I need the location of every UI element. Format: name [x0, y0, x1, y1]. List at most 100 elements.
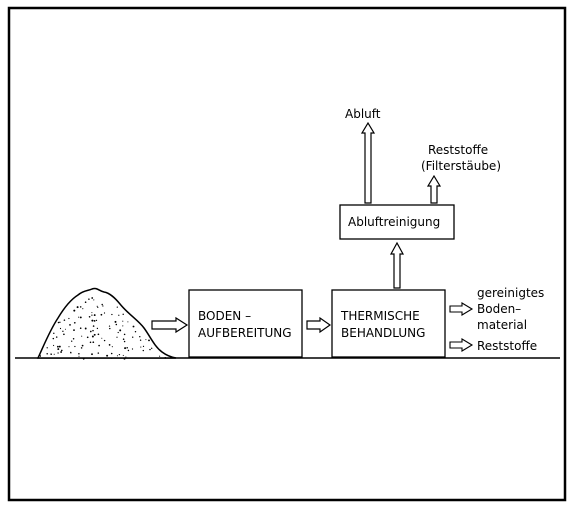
soil-texture-dot: [68, 346, 69, 347]
soil-texture-dot: [97, 328, 98, 329]
soil-texture-dot: [89, 316, 91, 318]
soil-texture-dot: [122, 314, 123, 315]
soil-texture-dot: [124, 347, 126, 349]
soil-texture-dot: [87, 336, 89, 338]
soil-texture-dot: [58, 322, 60, 324]
soil-texture-dot: [81, 347, 83, 349]
soil-texture-dot: [124, 334, 126, 336]
outer-frame: [9, 8, 565, 500]
soil-texture-dot: [104, 312, 105, 313]
soil-texture-dot: [118, 332, 119, 333]
soil-texture-dot: [57, 346, 59, 348]
soil-texture-dot: [91, 297, 93, 299]
soil-texture-dot: [101, 338, 102, 339]
soil-texture-dot: [90, 331, 92, 333]
arrow-boden-to-thermisch: [307, 318, 330, 332]
soil-texture-dot: [53, 333, 54, 334]
soil-texture-dot: [82, 345, 84, 347]
reststoffe-bottom-label: Reststoffe: [477, 339, 537, 353]
arrow-to-gereinigtes-bodenmaterial: [450, 303, 472, 315]
soil-texture-dot: [148, 340, 149, 341]
soil-texture-dot: [132, 337, 133, 338]
soil-texture-dot: [101, 314, 103, 316]
gereinigt-label-1: gereinigtes: [477, 286, 544, 300]
soil-texture-dot: [97, 306, 98, 307]
soil-texture-dot: [81, 336, 82, 337]
boden-box-label-1: BODEN –: [198, 309, 251, 323]
soil-texture-dot: [40, 356, 41, 357]
soil-texture-dot: [98, 333, 100, 335]
soil-texture-dot: [116, 337, 117, 338]
soil-texture-dot: [132, 348, 133, 349]
soil-texture-dot: [62, 331, 63, 332]
thermisch-box-label-2: BEHANDLUNG: [341, 326, 425, 340]
soil-texture-dot: [106, 355, 108, 357]
boden-box-label-2: AUFBEREITUNG: [198, 326, 292, 340]
soil-texture-dot: [92, 330, 94, 332]
soil-texture-dot: [94, 320, 96, 322]
soil-texture-dot: [90, 342, 92, 344]
soil-texture-dot: [53, 345, 54, 346]
soil-texture-dot: [57, 352, 58, 353]
soil-texture-dot: [101, 304, 103, 306]
soil-texture-dot: [74, 346, 75, 347]
soil-texture-dot: [63, 333, 65, 335]
soil-texture-dot: [91, 312, 92, 313]
soil-texture-dot: [56, 336, 57, 337]
soil-texture-dot: [122, 325, 123, 326]
soil-texture-dot: [83, 358, 85, 360]
soil-texture-dot: [73, 310, 75, 312]
soil-texture-dot: [68, 318, 69, 319]
soil-texture-dot: [116, 324, 118, 326]
soil-texture-dot: [143, 350, 144, 351]
soil-texture-dot: [73, 329, 75, 331]
arrow-to-abluft: [362, 123, 374, 203]
soil-texture-dot: [74, 322, 76, 324]
soil-texture-dot: [102, 305, 103, 306]
soil-texture-dot: [164, 357, 166, 359]
soil-texture-dot: [71, 341, 72, 342]
soil-texture-dot: [85, 301, 87, 303]
arrow-to-reststoffe-top: [428, 176, 440, 203]
soil-texture-dot: [145, 339, 146, 340]
reststoffe-top-label-1: Reststoffe: [428, 143, 488, 157]
soil-texture-dot: [151, 348, 152, 349]
soil-texture-dot: [60, 351, 62, 353]
soil-texture-dot: [124, 358, 126, 360]
soil-texture-dot: [126, 347, 128, 349]
soil-texture-dot: [125, 356, 126, 357]
soil-texture-dot: [140, 347, 141, 348]
soil-texture-dot: [85, 328, 87, 330]
soil-texture-dot: [54, 354, 55, 355]
soil-texture-dot: [133, 326, 135, 328]
soil-texture-dot: [119, 354, 120, 355]
soil-texture-dot: [59, 322, 60, 323]
soil-texture-dot: [91, 353, 93, 355]
soil-texture-dot: [123, 355, 124, 356]
soil-texture-dot: [91, 320, 93, 322]
reststoffe-top-label-2: (Filterstäube): [421, 159, 501, 173]
soil-texture-dot: [97, 307, 98, 308]
soil-texture-dot: [80, 327, 82, 329]
soil-texture-dot: [93, 325, 95, 327]
thermisch-box-frame: [332, 290, 445, 357]
boden-aufbereitung-box: BODEN – AUFBEREITUNG: [189, 290, 302, 357]
soil-texture-dot: [135, 331, 136, 332]
abluft-label: Abluft: [345, 107, 381, 121]
soil-texture-dot: [91, 314, 92, 315]
soil-texture-dot: [65, 329, 66, 330]
arrow-to-reststoffe-bottom: [450, 339, 472, 351]
soil-texture-dot: [60, 328, 61, 329]
soil-texture-dot: [57, 348, 59, 350]
soil-texture-dot: [117, 355, 118, 356]
soil-texture-dot: [46, 353, 48, 355]
soil-texture-dot: [61, 350, 63, 352]
soil-texture-dot: [140, 340, 141, 341]
soil-texture-dot: [78, 353, 80, 355]
soil-texture-dot: [73, 338, 75, 340]
soil-texture-dot: [112, 346, 113, 347]
soil-texture-dot: [64, 319, 66, 321]
soil-texture-dot: [69, 324, 71, 326]
